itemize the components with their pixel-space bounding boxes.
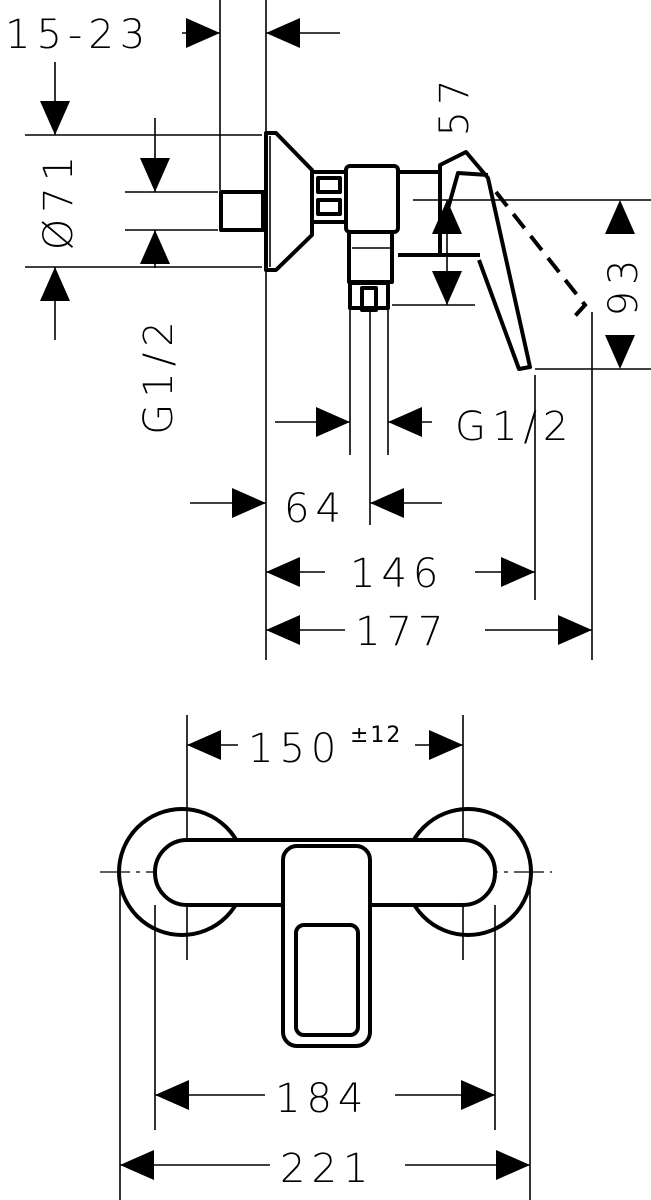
lever-handle xyxy=(438,150,532,371)
arrowhead xyxy=(140,158,170,192)
arrowhead xyxy=(40,101,70,135)
dim-handle-projection: 146 xyxy=(350,551,444,597)
arrowhead xyxy=(429,730,463,760)
dim-wall-depth: 15-23 xyxy=(5,12,151,58)
arrowhead xyxy=(496,1150,530,1180)
wall-connector xyxy=(219,190,265,232)
front-view-mixer xyxy=(100,807,552,1048)
dim-center-tolerance: ±12 xyxy=(350,723,402,748)
arrowhead xyxy=(461,1080,495,1110)
arrowhead xyxy=(120,1150,154,1180)
arrowhead xyxy=(232,488,266,518)
arrowhead xyxy=(605,335,635,369)
arrowhead xyxy=(501,557,535,587)
arrowhead xyxy=(432,271,462,305)
handle-front xyxy=(281,844,372,1048)
dim-outlet-thread: G1/2 xyxy=(455,404,574,450)
lever-handle-open-position xyxy=(494,190,588,318)
arrowhead xyxy=(605,200,635,234)
arrowhead xyxy=(186,18,220,48)
arrowhead xyxy=(266,18,300,48)
arrowhead xyxy=(266,557,300,587)
arrowhead xyxy=(40,267,70,301)
mixer-body xyxy=(344,164,400,234)
dim-handle-height: 57 xyxy=(432,74,478,137)
body-lower xyxy=(347,232,394,284)
arrowhead xyxy=(316,407,350,437)
dimension-arrows xyxy=(40,18,635,1180)
arrowhead xyxy=(558,615,592,645)
dim-center-distance: 150 xyxy=(248,726,342,772)
arrowhead xyxy=(266,615,300,645)
arrowhead xyxy=(370,488,404,518)
dim-body-width: 184 xyxy=(275,1076,369,1122)
arrowhead xyxy=(187,730,221,760)
dim-overall-width: 221 xyxy=(280,1146,374,1192)
dim-rosette-diameter: Ø71 xyxy=(36,150,82,250)
dim-inlet-thread: G1/2 xyxy=(136,315,182,434)
arrowhead xyxy=(388,407,422,437)
dimension-lines xyxy=(25,0,651,1200)
dim-outlet-offset: 64 xyxy=(284,486,347,532)
handle-grip xyxy=(294,923,360,1037)
rosette xyxy=(264,131,314,272)
dim-total-projection: 177 xyxy=(355,609,449,655)
arrowhead xyxy=(140,230,170,264)
dim-handle-drop: 93 xyxy=(601,254,647,317)
side-view-mixer xyxy=(219,131,588,371)
arrowhead xyxy=(155,1080,189,1110)
